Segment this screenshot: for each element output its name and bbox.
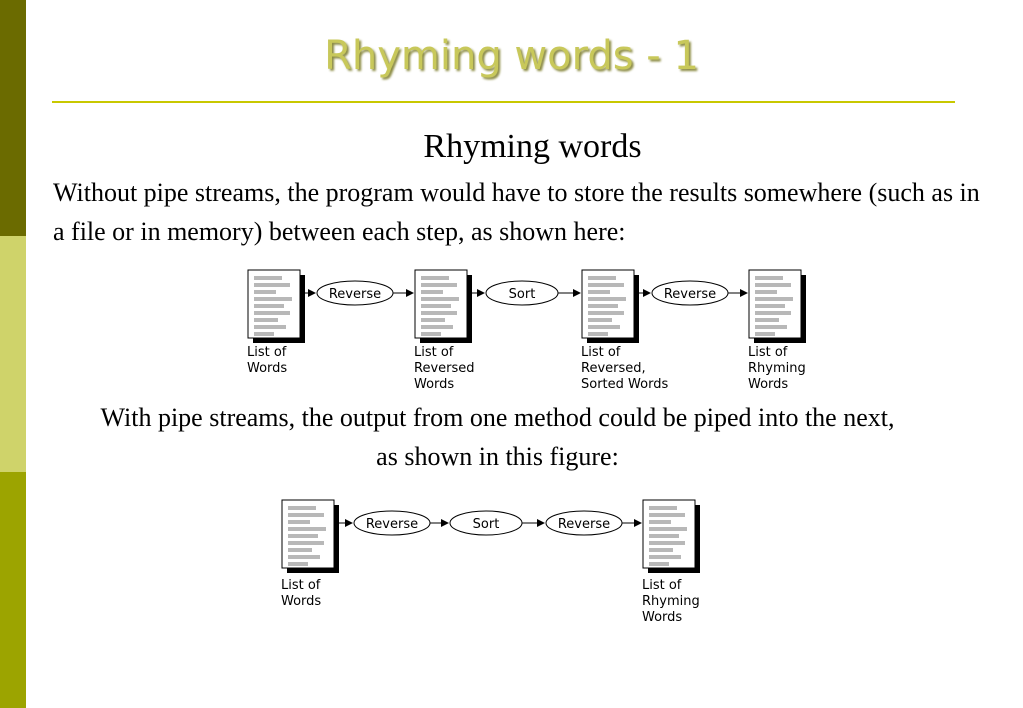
document-text-line	[254, 276, 282, 280]
document-text-line	[288, 534, 318, 538]
document-label: Reversed,	[581, 361, 646, 376]
document-text-line	[254, 297, 292, 301]
operation-label: Sort	[509, 287, 536, 302]
document-text-line	[755, 290, 777, 294]
paragraph-with-pipes: With pipe streams, the output from one m…	[100, 403, 895, 471]
document-text-line	[421, 304, 451, 308]
document-text-line	[288, 562, 308, 566]
document-text-line	[755, 332, 775, 336]
document-text-line	[288, 527, 326, 531]
document-text-line	[755, 297, 793, 301]
document-label: List of	[247, 345, 287, 360]
document-label: List of	[581, 345, 621, 360]
document-icon	[581, 269, 639, 343]
slide-title: Rhyming words - 1	[324, 33, 699, 79]
document-text-line	[288, 520, 310, 524]
sidebar-segment-light	[0, 236, 26, 472]
document-text-line	[588, 311, 624, 315]
document-text-line	[588, 332, 608, 336]
document-text-line	[755, 325, 787, 329]
document-text-line	[755, 304, 785, 308]
document-icon	[281, 499, 339, 573]
document-icon	[247, 269, 305, 343]
sidebar-bar	[0, 0, 26, 708]
document-label: Sorted Words	[581, 377, 668, 392]
document-text-line	[421, 276, 449, 280]
document-text-line	[254, 283, 290, 287]
document-icon	[642, 499, 700, 573]
title-divider	[52, 101, 955, 103]
document-text-line	[288, 513, 324, 517]
document-icon	[414, 269, 472, 343]
operation-label: Reverse	[366, 517, 418, 532]
document-text-line	[649, 520, 671, 524]
document-text-line	[288, 541, 324, 545]
document-text-line	[421, 311, 457, 315]
document-text-line	[588, 325, 620, 329]
document-text-line	[254, 318, 278, 322]
document-label: Words	[414, 377, 454, 392]
document-text-line	[588, 276, 616, 280]
document-text-line	[649, 527, 687, 531]
document-label: List of	[281, 578, 321, 593]
document-text-line	[755, 311, 791, 315]
document-label: List of	[748, 345, 788, 360]
document-text-line	[755, 283, 791, 287]
operation-label: Reverse	[558, 517, 610, 532]
document-text-line	[649, 534, 679, 538]
document-icon	[748, 269, 806, 343]
document-text-line	[649, 513, 685, 517]
document-text-line	[755, 318, 779, 322]
operation-label: Reverse	[664, 287, 716, 302]
document-text-line	[288, 548, 312, 552]
document-label: Words	[748, 377, 788, 392]
sidebar-segment-dark	[0, 0, 26, 236]
document-text-line	[288, 555, 320, 559]
document-text-line	[421, 325, 453, 329]
document-label: Rhyming	[748, 361, 806, 376]
document-text-line	[588, 318, 612, 322]
document-label: Words	[281, 594, 321, 609]
document-text-line	[421, 332, 441, 336]
document-text-line	[288, 506, 316, 510]
document-text-line	[254, 311, 290, 315]
document-label: Words	[247, 361, 287, 376]
document-label: Rhyming	[642, 594, 700, 609]
sidebar-segment-mid	[0, 472, 26, 708]
operation-label: Reverse	[329, 287, 381, 302]
document-label: Reversed	[414, 361, 475, 376]
document-text-line	[588, 283, 624, 287]
document-text-line	[649, 548, 673, 552]
document-text-line	[254, 304, 284, 308]
document-text-line	[588, 304, 618, 308]
document-label: Words	[642, 610, 682, 625]
paragraph-without-pipes: Without pipe streams, the program would …	[53, 178, 980, 246]
document-label: List of	[642, 578, 682, 593]
operation-label: Sort	[473, 517, 500, 532]
document-text-line	[421, 297, 459, 301]
document-text-line	[649, 562, 669, 566]
document-text-line	[649, 541, 685, 545]
slide-subheading: Rhyming words	[423, 128, 642, 165]
document-text-line	[421, 318, 445, 322]
document-text-line	[421, 290, 443, 294]
document-text-line	[755, 276, 783, 280]
document-text-line	[254, 332, 274, 336]
document-label: List of	[414, 345, 454, 360]
document-text-line	[254, 325, 286, 329]
document-text-line	[588, 290, 610, 294]
document-text-line	[254, 290, 276, 294]
document-text-line	[649, 506, 677, 510]
document-text-line	[588, 297, 626, 301]
document-text-line	[649, 555, 681, 559]
document-text-line	[421, 283, 457, 287]
